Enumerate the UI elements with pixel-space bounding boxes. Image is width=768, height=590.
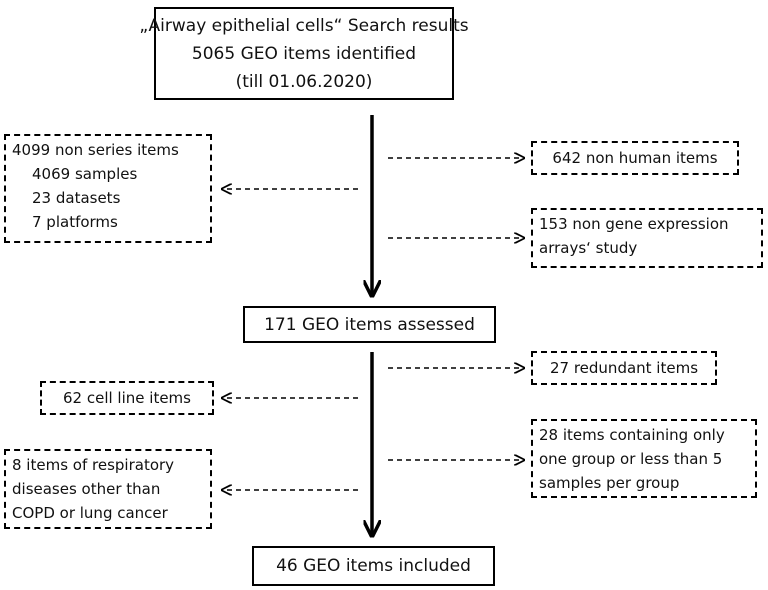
non-gene-line1: 153 non gene expression [539, 215, 729, 233]
redundant-box: 27 redundant items [531, 351, 717, 385]
search-date: (till 01.06.2020) [235, 71, 373, 92]
assessed-box: 171 GEO items assessed [243, 306, 496, 343]
cell-line-label: 62 cell line items [63, 389, 191, 407]
non-series-datasets: 23 datasets [32, 189, 121, 207]
identified-count: 5065 GEO items identified [191, 43, 417, 64]
non-series-title: 4099 non series items [12, 141, 179, 159]
containing-one-group-box: 28 items containing only one group or le… [531, 419, 757, 498]
assessed-label: 171 GEO items assessed [264, 314, 475, 335]
redundant-label: 27 redundant items [549, 359, 699, 377]
non-human-label: 642 non human items [552, 149, 718, 167]
non-series-platforms: 7 platforms [32, 213, 118, 231]
search-results-box: „Airway epithelial cells“ Search results… [139, 7, 469, 100]
included-label: 46 GEO items included [276, 556, 471, 576]
respiratory-line2: diseases other than [12, 480, 161, 498]
non-gene-line2: arrays‘ study [539, 239, 638, 257]
non-human-box: 642 non human items [531, 141, 739, 175]
cell-line-box: 62 cell line items [40, 381, 214, 415]
non-series-box: 4099 non series items 4069 samples 23 da… [4, 134, 212, 243]
respiratory-diseases-box: 8 items of respiratory diseases other th… [4, 449, 212, 529]
non-gene-expression-box: 153 non gene expression arrays‘ study [531, 208, 763, 268]
non-series-samples: 4069 samples [32, 165, 138, 183]
respiratory-line1: 8 items of respiratory [12, 456, 175, 474]
search-results-title: „Airway epithelial cells“ Search results [139, 15, 469, 36]
respiratory-line3: COPD or lung cancer [12, 504, 168, 522]
containing-one-line2: one group or less than 5 [539, 450, 723, 468]
containing-one-line3: samples per group [539, 474, 680, 492]
included-box: 46 GEO items included [252, 546, 495, 586]
containing-one-line1: 28 items containing only [539, 426, 725, 444]
